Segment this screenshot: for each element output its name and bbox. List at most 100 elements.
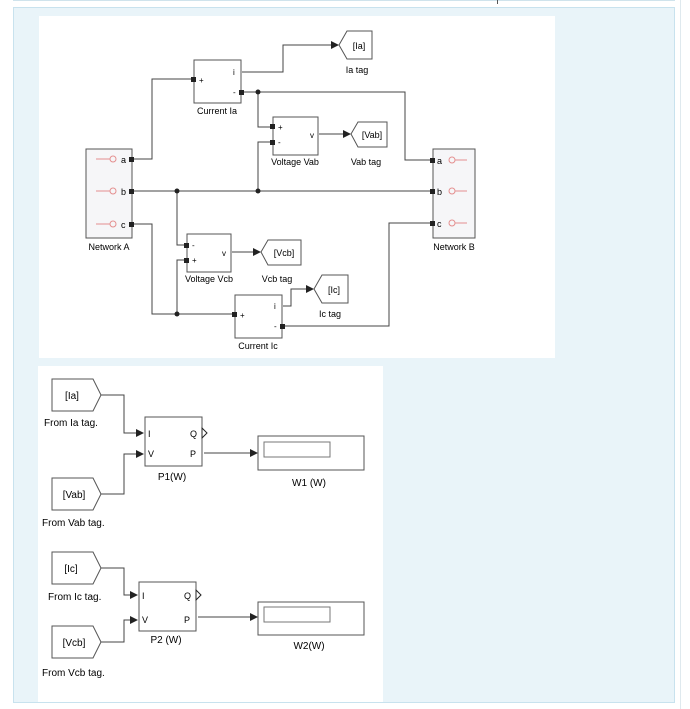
junction-dot: [255, 89, 261, 95]
port-label-b: b: [437, 187, 442, 197]
p1-body: [144, 416, 203, 467]
p1-label: P1(W): [158, 472, 186, 483]
from-vab-text: [Vab]: [63, 490, 86, 501]
voltage-vcb-body: [186, 233, 232, 273]
goto-ia-label: Ia tag: [346, 65, 369, 75]
power-diagram: [Ia] From Ia tag. [Vab] From Vab tag. [I…: [38, 366, 383, 702]
port-marker: [129, 157, 134, 162]
arrow-head: [253, 248, 261, 256]
w2-value-field: [263, 606, 331, 623]
network-b-label: Network B: [433, 242, 475, 252]
current-ic-label: Current Ic: [238, 341, 278, 351]
from-vcb-shape: [51, 625, 102, 659]
network-a-body: [85, 148, 133, 239]
w2-label: W2(W): [293, 641, 324, 652]
network-b-terminals: [448, 156, 467, 227]
port-i: i: [274, 302, 276, 311]
port-label-a: a: [437, 156, 442, 166]
from-ic-tag[interactable]: [Ic] From Ic tag.: [48, 551, 102, 603]
goto-vcb-shape: [260, 239, 302, 266]
p2-power-block[interactable]: I V Q P P2 (W): [138, 581, 202, 646]
from-ia-tag[interactable]: [Ia] From Ia tag.: [44, 378, 102, 429]
port-v: V: [148, 449, 154, 459]
port-v: V: [142, 615, 148, 625]
port-i: I: [148, 429, 151, 439]
p2-body: [138, 581, 197, 632]
from-ia-text: [Ia]: [65, 391, 79, 402]
arrow-head: [130, 591, 138, 599]
w2-display-block[interactable]: W2(W): [257, 601, 365, 652]
junction-dot: [174, 188, 180, 194]
port-marker: [280, 324, 285, 329]
from-vcb-tag[interactable]: [Vcb] From Vcb tag.: [42, 625, 105, 679]
wire-c-to-current-ic: [133, 223, 233, 315]
p2-q-port: [195, 588, 202, 602]
network-b-block[interactable]: a b c Network B: [430, 148, 476, 252]
goto-ia-tag[interactable]: [Ia] Ia tag: [338, 30, 373, 75]
port-label-a: a: [121, 155, 126, 165]
port-marker: [129, 222, 134, 227]
goto-ic-text: [Ic]: [328, 285, 340, 295]
goto-vcb-label: Vcb tag: [262, 274, 293, 284]
port-plus: +: [199, 76, 204, 85]
port-p: P: [184, 615, 190, 625]
diagram1-arrows: [253, 41, 351, 293]
wire-ic-to-p2: [101, 567, 130, 596]
port-marker: [239, 90, 244, 95]
arrow-head: [130, 616, 138, 624]
goto-vcb-text: [Vcb]: [274, 248, 295, 258]
port-marker: [232, 312, 237, 317]
goto-ic-label: Ic tag: [319, 309, 341, 319]
top-divider: [13, 0, 675, 1]
w1-display-block[interactable]: W1 (W): [257, 435, 365, 489]
current-ic-body: [234, 294, 283, 339]
network-a-block[interactable]: a b c Network A: [85, 148, 134, 252]
from-ia-shape: [51, 378, 102, 412]
port-marker: [184, 258, 189, 263]
port-minus: -: [233, 88, 236, 97]
diagram2-wires: [101, 394, 250, 643]
goto-ic-tag[interactable]: [Ic] Ic tag: [313, 274, 349, 319]
port-p: P: [190, 449, 196, 459]
wire-vcb-to-p2: [101, 619, 130, 643]
p1-q-port: [201, 426, 208, 440]
port-plus: +: [240, 311, 245, 320]
p1-power-block[interactable]: I V Q P P1(W): [144, 416, 208, 483]
network-a-terminals: [96, 155, 117, 228]
goto-vab-tag[interactable]: [Vab] Vab tag: [350, 121, 388, 167]
port-marker: [430, 189, 435, 194]
port-label-c: c: [121, 220, 126, 230]
goto-vcb-tag[interactable]: [Vcb] Vcb tag: [260, 239, 302, 284]
w1-label: W1 (W): [292, 478, 326, 489]
port-v: v: [310, 131, 314, 140]
voltage-vab-body: [272, 116, 319, 156]
port-minus: -: [278, 138, 281, 147]
wire-vcb-minus: [176, 191, 186, 246]
goto-vab-shape: [350, 121, 388, 148]
port-marker: [184, 243, 189, 248]
arrow-head: [331, 41, 339, 49]
wire-a-to-current-ia: [133, 78, 192, 160]
wire-vcb-plus: [176, 259, 186, 314]
wire-vab-minus: [257, 141, 271, 191]
port-q: Q: [184, 591, 191, 601]
current-ia-block[interactable]: + i - Current Ia: [191, 59, 244, 116]
arrow-head: [250, 449, 258, 457]
current-ic-block[interactable]: + i - Current Ic: [232, 294, 285, 351]
port-minus: -: [192, 241, 195, 250]
from-ic-shape: [51, 551, 102, 585]
wire-ia-to-p1: [101, 394, 136, 434]
port-q: Q: [190, 429, 197, 439]
diagram2-arrows: [130, 429, 258, 624]
port-marker: [191, 77, 196, 82]
voltage-vcb-block[interactable]: - + v Voltage Vcb: [184, 233, 233, 284]
arrow-head: [306, 285, 314, 293]
voltage-vab-block[interactable]: + - v Voltage Vab: [270, 116, 319, 167]
network-a-label: Network A: [88, 242, 129, 252]
wire-ic-to-tag: [283, 288, 306, 307]
port-marker: [430, 158, 435, 163]
from-vab-tag[interactable]: [Vab] From Vab tag.: [42, 477, 105, 529]
top-tick: [497, 0, 498, 4]
port-plus: +: [192, 256, 197, 265]
